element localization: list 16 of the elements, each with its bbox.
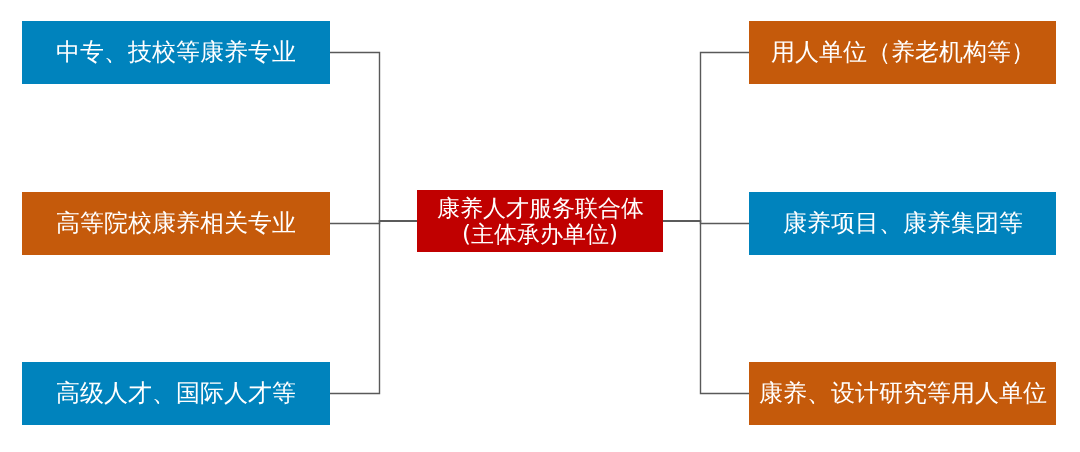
category-box bbox=[22, 21, 330, 84]
connector-line bbox=[329, 220, 418, 395]
node-label: 用人单位（养老机构等） bbox=[770, 38, 1035, 67]
connector-line bbox=[662, 220, 750, 395]
central-box bbox=[417, 190, 663, 252]
category-box bbox=[22, 362, 330, 425]
category-box bbox=[22, 192, 330, 255]
node-label: 高级人才、国际人才等 bbox=[56, 379, 296, 408]
node-label: 高等院校康养相关专业 bbox=[56, 209, 296, 238]
node-label: 康养人才服务联合体(主体承办单位) bbox=[435, 194, 645, 248]
category-box bbox=[749, 192, 1056, 255]
category-box bbox=[749, 21, 1056, 84]
node-label: 中专、技校等康养专业 bbox=[56, 38, 296, 67]
node-label: 康养、设计研究等用人单位 bbox=[758, 379, 1047, 408]
node-label: 康养项目、康养集团等 bbox=[782, 209, 1023, 238]
category-box bbox=[749, 362, 1056, 425]
